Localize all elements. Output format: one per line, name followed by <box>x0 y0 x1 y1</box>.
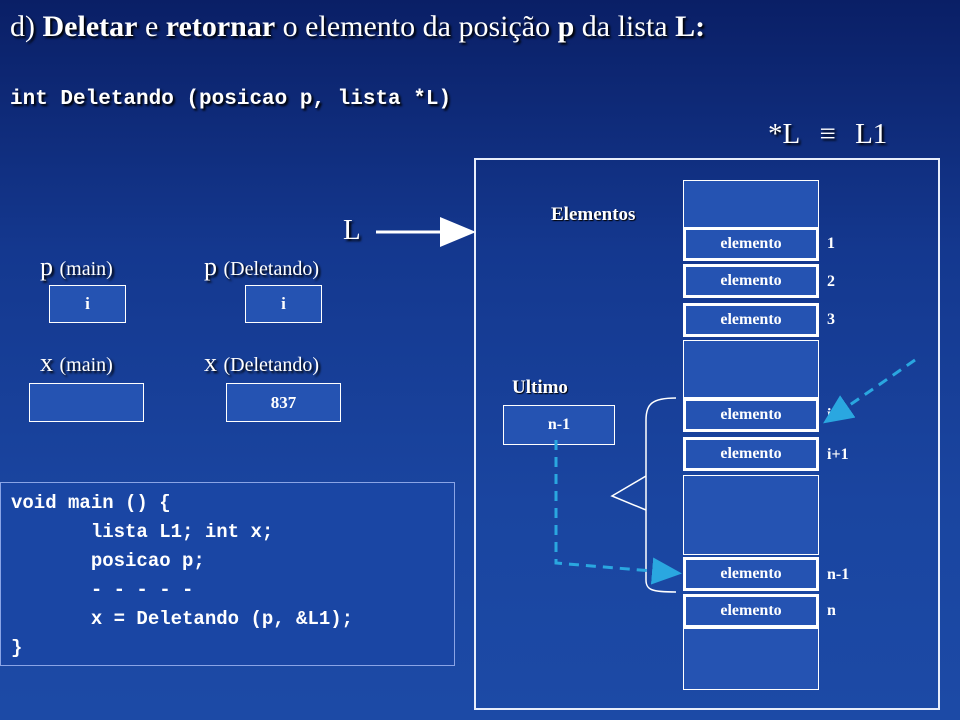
array-element: elemento <box>683 437 819 471</box>
x-main-label: x (main) <box>40 348 113 377</box>
bracket-line <box>645 397 677 593</box>
code-line: lista L1; int x; <box>11 521 274 543</box>
equiv-symbol: ≡ <box>819 118 836 150</box>
element-index: n <box>827 602 836 619</box>
pointer-label: L <box>343 214 361 246</box>
ultimo-heading: Ultimo <box>512 377 568 398</box>
array-element: elemento <box>683 594 819 628</box>
element-index: 3 <box>827 311 835 328</box>
brace-tip <box>610 475 647 511</box>
pointer-name: *L <box>768 118 801 150</box>
x-del-cell: 837 <box>226 383 341 422</box>
p-main-cell: i <box>49 285 126 323</box>
main-code-block: void main () { lista L1; int x; posicao … <box>0 482 455 666</box>
array-slot-empty <box>683 475 819 555</box>
x-main-cell <box>29 383 144 422</box>
function-signature: int Deletando (posicao p, lista *L) <box>10 88 452 111</box>
array-element: elemento <box>683 227 819 261</box>
element-index: 1 <box>827 235 835 252</box>
code-line: posicao p; <box>11 550 205 572</box>
p-del-cell: i <box>245 285 322 323</box>
array-element: elemento <box>683 303 819 337</box>
dashed-arrow-delete <box>823 358 916 424</box>
p-main-label: p (main) <box>40 252 113 281</box>
code-line: - - - - - <box>11 579 194 601</box>
slide-title: d) Deletar e retornar o elemento da posi… <box>10 10 706 43</box>
dashed-arrow-ultimo <box>554 440 682 585</box>
array-element: elemento <box>683 398 819 432</box>
array-element: elemento <box>683 264 819 298</box>
code-line: x = Deletando (p, &L1); <box>11 608 354 630</box>
element-index: 2 <box>827 273 835 290</box>
element-index: i+1 <box>827 446 849 463</box>
list-name: L1 <box>855 118 888 150</box>
element-index: n-1 <box>827 566 850 583</box>
equivalence-label: *L ≡ L1 <box>768 118 887 151</box>
list-panel <box>474 158 940 710</box>
array-slot-empty <box>683 180 819 228</box>
array-slot-empty <box>683 340 819 398</box>
code-line: } <box>11 637 23 659</box>
array-element: elemento <box>683 557 819 591</box>
x-del-label: x (Deletando) <box>204 348 320 377</box>
elements-heading: Elementos <box>551 204 636 225</box>
code-line: void main () { <box>11 492 171 514</box>
p-del-label: p (Deletando) <box>204 252 320 281</box>
array-slot-empty <box>683 628 819 690</box>
ultimo-cell: n-1 <box>503 405 615 445</box>
